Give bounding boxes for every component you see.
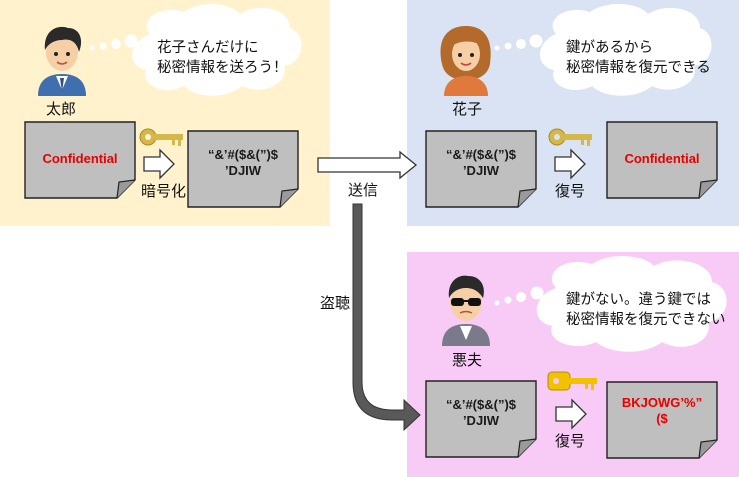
taro-avatar <box>38 26 86 96</box>
eve-avatar <box>442 275 490 346</box>
decrypt-label-eve: 復号 <box>555 432 586 450</box>
eavesdrop-label: 盗聴 <box>320 294 351 312</box>
wrong-key-icon <box>547 371 597 391</box>
eve-name: 悪夫 <box>452 351 483 369</box>
plaintext-doc-text: Confidential <box>42 151 118 166</box>
send-label: 送信 <box>348 181 379 199</box>
hanako-thought-line1: 鍵があるから <box>566 40 653 56</box>
taro-name: 太郎 <box>46 100 77 118</box>
hanako-avatar <box>440 26 491 96</box>
encrypt-arrow <box>143 149 175 179</box>
eve-thought-line2: 秘密情報を復元できない <box>566 312 726 328</box>
eavesdrop-arrow <box>352 203 421 432</box>
key-icon-hanako <box>548 128 592 146</box>
decrypted-doc-text: Confidential <box>624 151 700 166</box>
decrypt-label-hanako: 復号 <box>555 182 586 200</box>
hanako-thought-line2: 秘密情報を復元できる <box>566 60 711 76</box>
hanako-name: 花子 <box>452 100 483 118</box>
taro-thought-bubble <box>89 3 302 96</box>
ciphertext-taro-line1: “&’#($&(”)$ <box>207 147 279 162</box>
ciphertext-eve-line2: ’DJIW <box>462 413 500 428</box>
ciphertext-eve-line1: “&’#($&(”)$ <box>445 397 517 412</box>
send-arrow <box>317 150 418 180</box>
decrypt-arrow-eve <box>555 399 587 429</box>
garbled-text-line1: BKJOWG’%” <box>621 395 703 410</box>
decrypt-arrow-hanako <box>554 149 586 179</box>
taro-thought-line2: 秘密情報を送ろう！ <box>157 60 288 76</box>
key-icon-taro <box>139 128 183 146</box>
ciphertext-hanako-line2: ’DJIW <box>462 163 500 178</box>
taro-thought-line1: 花子さんだけに <box>157 40 259 56</box>
encrypt-label: 暗号化 <box>141 182 187 200</box>
eve-thought-line1: 鍵がない。違う鍵では <box>566 292 711 308</box>
eve-thought-bubble <box>494 255 727 352</box>
ciphertext-taro-line2: ’DJIW <box>224 163 262 178</box>
hanako-thought-bubble <box>494 3 712 96</box>
garbled-text-line2: ($ <box>656 411 668 426</box>
ciphertext-hanako-line1: “&’#($&(”)$ <box>445 147 517 162</box>
